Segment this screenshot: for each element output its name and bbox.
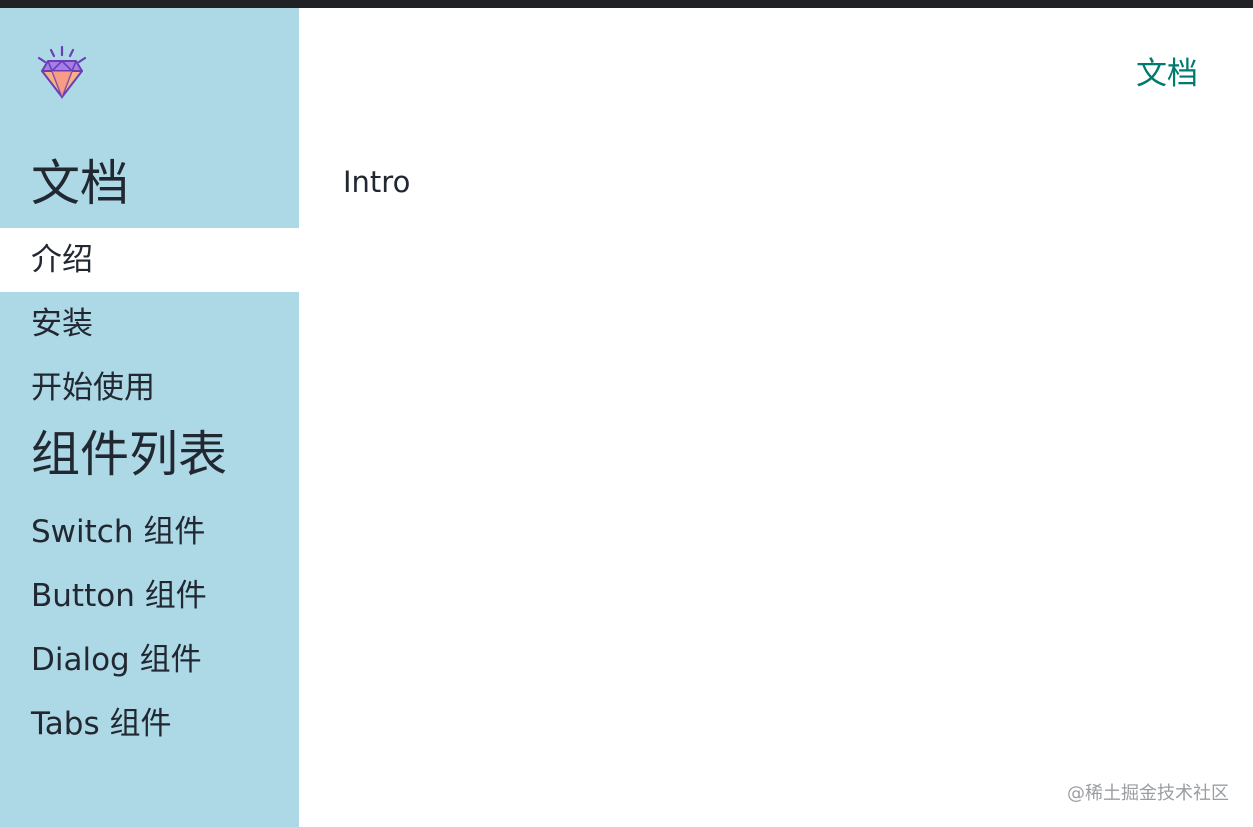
main-content-text: Intro (343, 165, 411, 199)
sidebar: 文档 介绍 安装 开始使用 组件列表 Switch 组件 Button 组件 D… (0, 8, 299, 827)
sidebar-item-install[interactable]: 安装 (31, 306, 93, 342)
sidebar-item-tabs[interactable]: Tabs 组件 (31, 706, 172, 742)
sidebar-item-getting-started[interactable]: 开始使用 (31, 370, 155, 406)
docs-nav-link[interactable]: 文档 (1136, 56, 1198, 92)
sidebar-item-dialog[interactable]: Dialog 组件 (31, 642, 202, 678)
sidebar-item-button[interactable]: Button 组件 (31, 578, 207, 614)
diamond-icon[interactable] (30, 44, 94, 108)
watermark: @稀土掘金技术社区 (1067, 783, 1229, 804)
section-title-components: 组件列表 (31, 426, 228, 483)
sidebar-item-switch[interactable]: Switch 组件 (31, 514, 206, 550)
sidebar-item-intro[interactable]: 介绍 (0, 228, 299, 292)
section-title-docs: 文档 (31, 155, 130, 212)
window-top-bar (0, 0, 1253, 8)
